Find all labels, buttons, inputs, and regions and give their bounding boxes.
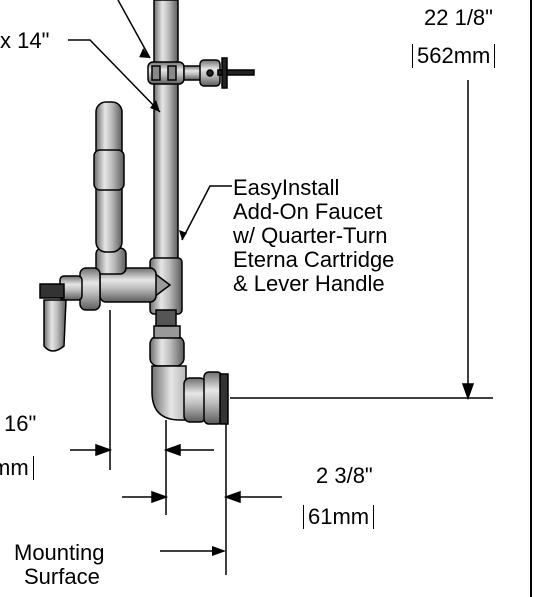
height-dimension-imperial: 22 1/8"	[424, 5, 493, 30]
faucet-callout-line: Eterna Cartridge	[233, 247, 395, 272]
top-dimension-label: x 14"	[0, 28, 50, 53]
extension-lines	[109, 310, 227, 575]
lower-fitting	[149, 325, 229, 425]
height-dimension	[230, 80, 493, 401]
faucet-callout: EasyInstall Add-On Faucet w/ Quarter-Tur…	[233, 176, 394, 296]
left-dimension-metric: mm	[0, 456, 34, 480]
faucet-callout-line: & Lever Handle	[233, 271, 385, 296]
leader-arrowheads	[139, 48, 226, 556]
height-dimension-metric: 562mm	[412, 44, 496, 68]
offset-dimension-metric: 61mm	[303, 505, 375, 529]
riser-pipe	[153, 0, 179, 263]
faucet-callout-line: EasyInstall	[233, 175, 340, 200]
faucet-callout-line: Add-On Faucet	[233, 199, 383, 224]
faucet-callout-line: w/ Quarter-Turn	[233, 223, 388, 248]
mounting-surface-line: Surface	[24, 564, 100, 589]
offset-dimension-imperial: 2 3/8"	[316, 463, 373, 488]
riser-valve	[147, 57, 255, 89]
mounting-surface-line: Mounting	[14, 540, 105, 565]
add-on-faucet	[39, 101, 157, 352]
left-dimension-imperial: 16"	[4, 411, 37, 436]
leader-lines	[68, 0, 232, 552]
mounting-surface-label: Mounting Surface	[14, 541, 105, 589]
dimension-arrows	[70, 443, 282, 504]
